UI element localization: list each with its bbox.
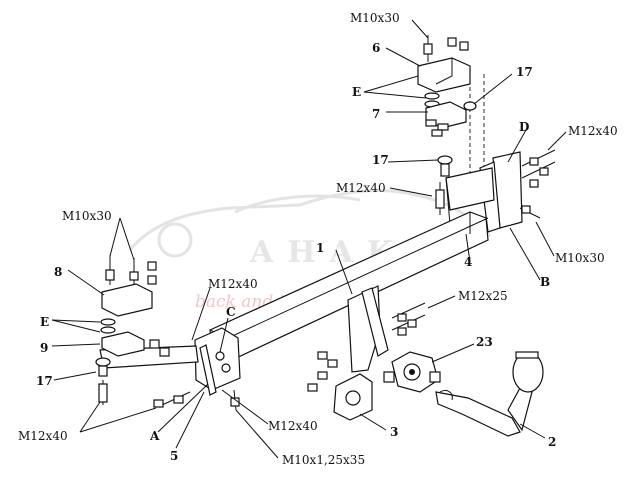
label-m10x30-left: M10x30	[62, 209, 112, 223]
watermark-car-window-icon	[234, 194, 361, 214]
label-9: 9	[40, 341, 48, 355]
label-m12x25: M12x25	[458, 289, 508, 303]
label-m12x40-mid: M12x40	[336, 181, 386, 195]
socket-23	[383, 351, 441, 393]
top-bracket-group	[417, 35, 485, 190]
label-m10x30-top: M10x30	[350, 11, 400, 25]
label-c: C	[226, 305, 236, 319]
label-17-mid: 17	[372, 153, 389, 167]
label-m12x40-bottom-left: M12x40	[18, 429, 68, 443]
label-m12x40-top-right: M12x40	[568, 124, 618, 138]
label-6: 6	[372, 41, 380, 55]
label-5: 5	[170, 449, 178, 463]
part-labels: M10x30 6 E 7 17 D M12x40 17 M12x40 M10x3…	[18, 11, 618, 467]
label-17-left: 17	[36, 374, 53, 388]
bracket-9	[101, 331, 145, 357]
label-7: 7	[372, 107, 380, 121]
label-8: 8	[54, 265, 62, 279]
label-e-top: E	[352, 85, 361, 99]
label-1: 1	[316, 241, 324, 255]
label-2: 2	[548, 435, 556, 449]
label-4: 4	[464, 255, 472, 269]
label-3: 3	[390, 425, 398, 439]
label-m12x40-bottom: M12x40	[268, 419, 318, 433]
label-b: B	[540, 275, 550, 289]
label-17-top: 17	[516, 65, 533, 79]
leader-lines	[51, 19, 567, 459]
label-a: A	[149, 429, 160, 443]
label-m10x125x35: M10x1,25x35	[282, 453, 365, 467]
tow-mount-3	[307, 285, 426, 421]
left-bracket-group	[95, 255, 170, 405]
watermark-car-outline-icon	[128, 189, 492, 251]
bracket-8	[101, 283, 153, 317]
tow-ball-2	[435, 351, 544, 437]
label-m10x30-right: M10x30	[555, 251, 605, 265]
label-e-left: E	[40, 315, 49, 329]
label-23: 23	[476, 335, 493, 349]
label-m12x40-left: M12x40	[208, 277, 258, 291]
watermark-wheel-icon	[157, 222, 193, 258]
bracket-6	[417, 57, 471, 93]
label-d: D	[519, 120, 529, 134]
right-bracket-group	[435, 149, 556, 249]
